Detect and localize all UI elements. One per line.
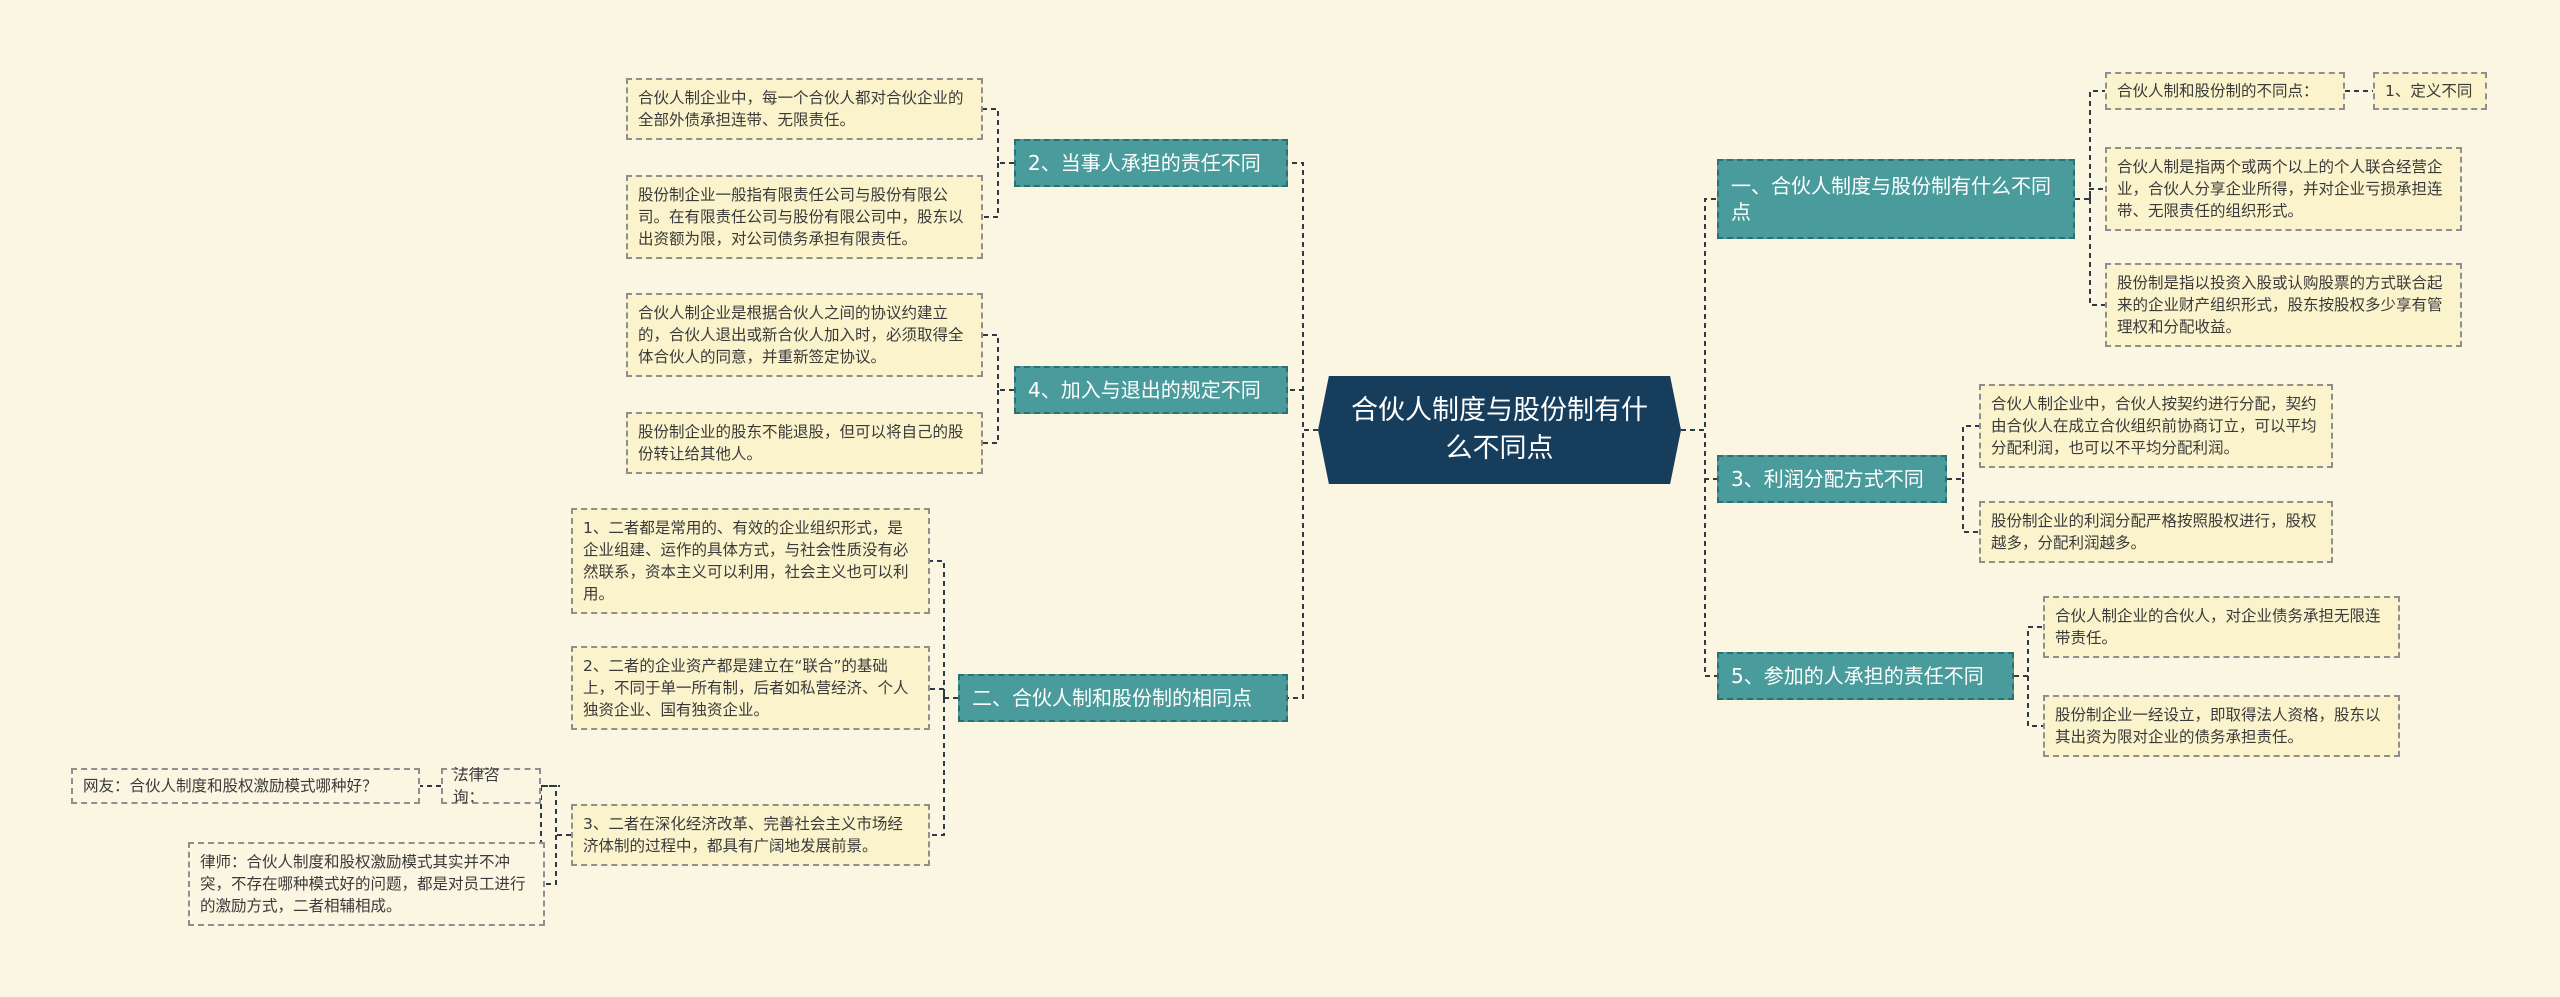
branch-join-exit-rules[interactable]: 4、加入与退出的规定不同 — [1014, 366, 1288, 414]
leaf-similarity-joint-assets[interactable]: 2、二者的企业资产都是建立在“联合”的基础上，不同于单一所有制，后者如私营经济、… — [571, 646, 930, 730]
connector-root-b2 — [1288, 162, 1318, 431]
connector-root-b3 — [1681, 429, 1717, 480]
leaf-partner-joint-liability-text: 合伙人制企业中，每一个合伙人都对合伙企业的全部外债承担连带、无限责任。 — [638, 89, 964, 129]
branch-participant-liability[interactable]: 5、参加的人承担的责任不同 — [1717, 652, 2014, 700]
leaf-lawyer-answer-text: 律师：合伙人制度和股权激励模式其实并不冲突，不存在哪种模式好的问题，都是对员工进… — [200, 853, 526, 915]
branch-profit-distribution[interactable]: 3、利润分配方式不同 — [1717, 455, 1947, 503]
leaf-netizen-question[interactable]: 网友：合伙人制度和股权激励模式哪种好？ — [71, 768, 420, 804]
connector-b1-leaves — [2075, 90, 2105, 306]
leaf-legal-consultation-text: 法律咨询： — [453, 766, 500, 806]
leaf-partner-unlimited-liability[interactable]: 合伙人制企业的合伙人，对企业债务承担无限连带责任。 — [2043, 596, 2400, 658]
leaf-similarity-prospects-text: 3、二者在深化经济改革、完善社会主义市场经济体制的过程中，都具有广阔地发展前景。 — [583, 815, 903, 855]
connector-b5-leaves — [2014, 626, 2043, 727]
leaf-shareholder-limited-liability-text: 股份制企业一经设立，即取得法人资格，股东以其出资为限对企业的债务承担责任。 — [2055, 706, 2381, 746]
leaf-definition-different-text: 1、定义不同 — [2385, 82, 2473, 100]
leaf-partnership-profit[interactable]: 合伙人制企业中，合伙人按契约进行分配，契约由合伙人在成立合伙组织前协商订立，可以… — [1979, 384, 2333, 468]
leaf-differences-question-text: 合伙人制和股份制的不同点： — [2117, 82, 2319, 100]
leaf-similarity-prospects[interactable]: 3、二者在深化经济改革、完善社会主义市场经济体制的过程中，都具有广阔地发展前景。 — [571, 804, 930, 866]
branch-similarities-label: 二、合伙人制和股份制的相同点 — [972, 686, 1252, 710]
leaf-legal-consultation[interactable]: 法律咨询： — [441, 766, 541, 806]
connector-lawyer — [545, 835, 557, 885]
leaf-shareholding-profit-text: 股份制企业的利润分配严格按照股权进行，股权越多，分配利润越多。 — [1991, 512, 2317, 552]
leaf-partner-unlimited-liability-text: 合伙人制企业的合伙人，对企业债务承担无限连带责任。 — [2055, 607, 2381, 647]
leaf-shareholder-transfer[interactable]: 股份制企业的股东不能退股，但可以将自己的股份转让给其他人。 — [626, 412, 983, 474]
leaf-shareholding-profit[interactable]: 股份制企业的利润分配严格按照股权进行，股权越多，分配利润越多。 — [1979, 501, 2333, 563]
connector-root-b6 — [1288, 429, 1318, 699]
leaf-shareholding-definition[interactable]: 股份制是指以投资入股或认购股票的方式联合起来的企业财产组织形式，股东按股权多少享… — [2105, 263, 2462, 347]
connector-b4-leaves — [983, 334, 1014, 444]
leaf-partner-joint-liability[interactable]: 合伙人制企业中，每一个合伙人都对合伙企业的全部外债承担连带、无限责任。 — [626, 78, 983, 140]
leaf-partnership-definition-text: 合伙人制是指两个或两个以上的个人联合经营企业，合伙人分享企业所得，并对企业亏损承… — [2117, 158, 2443, 220]
leaf-similarity-joint-assets-text: 2、二者的企业资产都是建立在“联合”的基础上，不同于单一所有制，后者如私营经济、… — [583, 657, 909, 719]
branch-similarities[interactable]: 二、合伙人制和股份制的相同点 — [958, 674, 1288, 722]
connector-b2-leaves — [983, 108, 1014, 218]
leaf-partner-join-exit[interactable]: 合伙人制企业是根据合伙人之间的协议约建立的，合伙人退出或新合伙人加入时，必须取得… — [626, 293, 983, 377]
leaf-similarity-organization-form-text: 1、二者都是常用的、有效的企业组织形式，是企业组建、运作的具体方式，与社会性质没… — [583, 519, 909, 603]
leaf-company-limited-liability-text: 股份制企业一般指有限责任公司与股份有限公司。在有限责任公司与股份有限公司中，股东… — [638, 186, 964, 248]
connector-b6l3-legal — [541, 785, 571, 836]
connector-b6-leaves — [930, 560, 958, 836]
leaf-company-limited-liability[interactable]: 股份制企业一般指有限责任公司与股份有限公司。在有限责任公司与股份有限公司中，股东… — [626, 175, 983, 259]
leaf-partner-join-exit-text: 合伙人制企业是根据合伙人之间的协议约建立的，合伙人退出或新合伙人加入时，必须取得… — [638, 304, 964, 366]
branch-join-exit-rules-label: 4、加入与退出的规定不同 — [1028, 378, 1261, 402]
connector-root-b5 — [1681, 429, 1717, 677]
branch-party-liability-label: 2、当事人承担的责任不同 — [1028, 151, 1261, 175]
leaf-partnership-profit-text: 合伙人制企业中，合伙人按契约进行分配，契约由合伙人在成立合伙组织前协商订立，可以… — [1991, 395, 2317, 457]
connector-root-b4 — [1288, 389, 1318, 431]
leaf-lawyer-answer[interactable]: 律师：合伙人制度和股权激励模式其实并不冲突，不存在哪种模式好的问题，都是对员工进… — [188, 842, 545, 926]
leaf-shareholder-transfer-text: 股份制企业的股东不能退股，但可以将自己的股份转让给其他人。 — [638, 423, 964, 463]
leaf-shareholder-limited-liability[interactable]: 股份制企业一经设立，即取得法人资格，股东以其出资为限对企业的债务承担责任。 — [2043, 695, 2400, 757]
leaf-definition-different[interactable]: 1、定义不同 — [2373, 72, 2487, 110]
leaf-shareholding-definition-text: 股份制是指以投资入股或认购股票的方式联合起来的企业财产组织形式，股东按股权多少享… — [2117, 274, 2443, 336]
leaf-netizen-question-text: 网友：合伙人制度和股权激励模式哪种好？ — [83, 777, 378, 795]
connector-b3-leaves — [1947, 425, 1979, 533]
leaf-similarity-organization-form[interactable]: 1、二者都是常用的、有效的企业组织形式，是企业组建、运作的具体方式，与社会性质没… — [571, 508, 930, 614]
connector-root-b1 — [1681, 198, 1717, 431]
leaf-partnership-definition[interactable]: 合伙人制是指两个或两个以上的个人联合经营企业，合伙人分享企业所得，并对企业亏损承… — [2105, 147, 2462, 231]
branch-differences-overview[interactable]: 一、合伙人制度与股份制有什么不同点 — [1717, 159, 2075, 239]
branch-party-liability[interactable]: 2、当事人承担的责任不同 — [1014, 139, 1288, 187]
branch-differences-overview-label: 一、合伙人制度与股份制有什么不同点 — [1731, 174, 2051, 224]
leaf-differences-question[interactable]: 合伙人制和股份制的不同点： — [2105, 72, 2345, 110]
branch-participant-liability-label: 5、参加的人承担的责任不同 — [1731, 664, 1984, 688]
root-topic-label: 合伙人制度与股份制有什么不同点 — [1351, 395, 1648, 464]
root-topic[interactable]: 合伙人制度与股份制有什么不同点 — [1318, 376, 1681, 484]
branch-profit-distribution-label: 3、利润分配方式不同 — [1731, 467, 1924, 491]
